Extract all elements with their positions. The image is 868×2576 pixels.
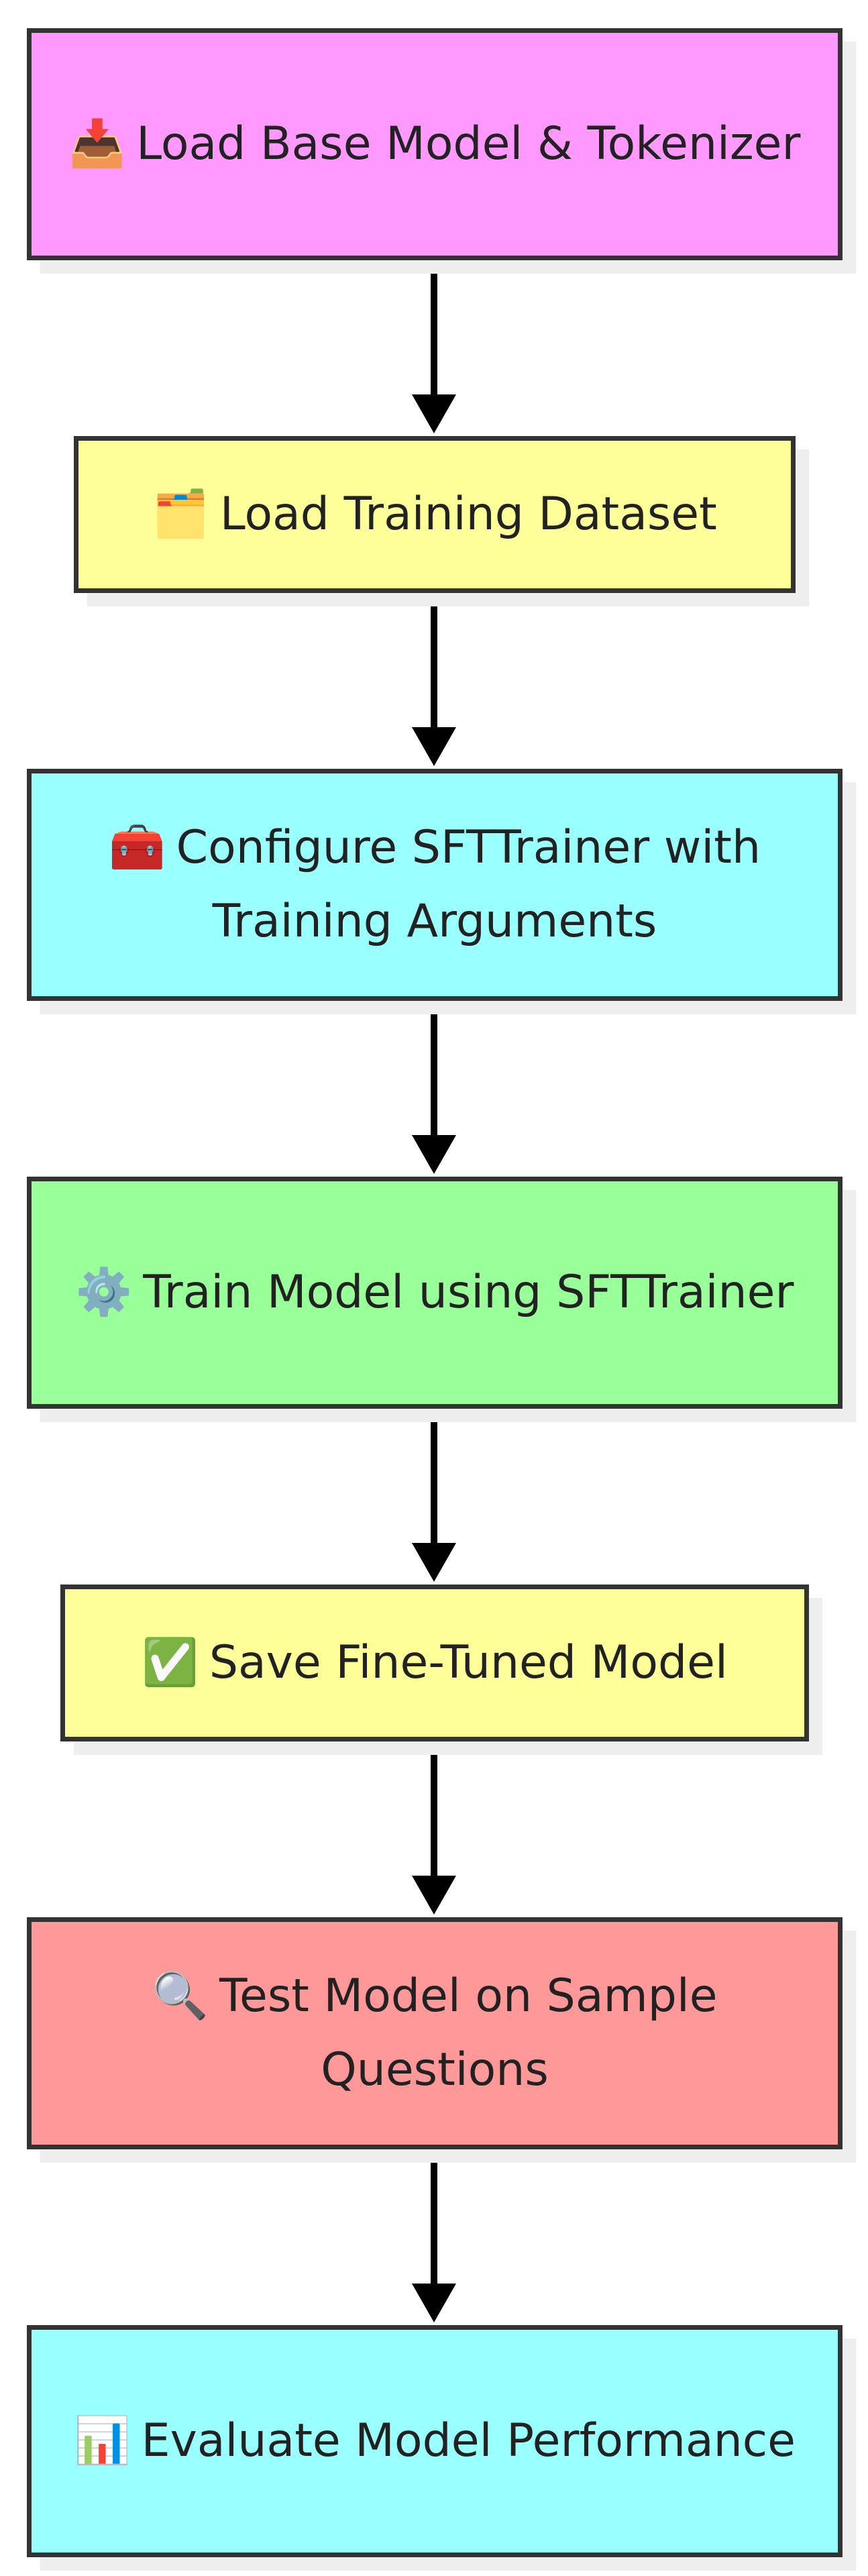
node-label: Test Model on Sample Questions xyxy=(219,1970,718,2096)
node-label: Load Training Dataset xyxy=(219,488,717,541)
inbox-tray-icon: 📥 xyxy=(68,117,126,170)
node-load-dataset: 🗂️Load Training Dataset xyxy=(74,436,796,593)
node-label: Save Fine-Tuned Model xyxy=(209,1636,728,1689)
arrowhead xyxy=(412,1543,456,1582)
node-test-model: 🔍Test Model on Sample Questions xyxy=(27,1917,843,2149)
magnifying-glass-icon: 🔍 xyxy=(152,1970,209,2023)
node-train-model: ⚙️Train Model using SFTTrainer xyxy=(27,1177,843,1409)
arrowhead xyxy=(412,1876,456,1915)
bar-chart-icon: 📊 xyxy=(73,2414,131,2467)
node-label: Configure SFTTrainer with Training Argum… xyxy=(176,821,761,948)
node-label: Train Model using SFTTrainer xyxy=(143,1266,794,1319)
node-evaluate-model: 📊Evaluate Model Performance xyxy=(27,2325,843,2557)
node-load-base-model: 📥Load Base Model & Tokenizer xyxy=(27,28,843,260)
gear-icon: ⚙️ xyxy=(75,1266,133,1319)
node-label: Load Base Model & Tokenizer xyxy=(136,117,801,170)
arrowhead xyxy=(412,394,456,433)
arrowhead xyxy=(412,2284,456,2322)
card-index-dividers-icon: 🗂️ xyxy=(152,488,209,541)
node-save-model: ✅Save Fine-Tuned Model xyxy=(60,1585,809,1741)
node-label: Evaluate Model Performance xyxy=(141,2414,796,2467)
toolbox-icon: 🧰 xyxy=(108,821,166,874)
node-configure-trainer: 🧰Configure SFTTrainer with Training Argu… xyxy=(27,769,843,1001)
arrowhead xyxy=(412,1135,456,1174)
arrowhead xyxy=(412,727,456,766)
check-mark-icon: ✅ xyxy=(142,1636,199,1689)
